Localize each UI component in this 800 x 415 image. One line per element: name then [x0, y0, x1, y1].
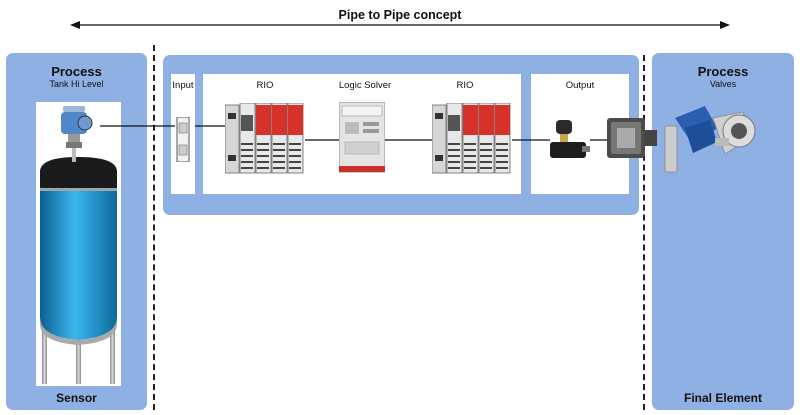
final-panel-subtitle: Valves [709, 79, 737, 89]
sensor-panel-footer: Sensor [56, 391, 97, 405]
rio-right-label: RIO [456, 80, 474, 91]
boundary-line-left [153, 45, 155, 410]
rio-module-icon [432, 103, 511, 174]
concept-label: Pipe to Pipe concept [338, 8, 462, 22]
tank-icon [40, 157, 117, 384]
concept-arrow [70, 21, 730, 29]
rio-left-label: RIO [256, 80, 274, 91]
actuator-icon [607, 118, 657, 158]
final-panel-title: Process [697, 64, 749, 79]
logic-solver-label: Logic Solver [338, 80, 392, 91]
solenoid-icon [550, 120, 590, 158]
level-sensor-icon [61, 106, 93, 162]
output-label: Output [565, 80, 595, 91]
boundary-line-right [643, 55, 645, 410]
valve-icon [664, 106, 756, 173]
final-element-panel [652, 53, 794, 410]
sensor-panel-title: Process [51, 64, 102, 79]
logic-solver-icon [339, 102, 385, 173]
final-panel-footer: Final Element [683, 391, 763, 405]
rio-module-icon [225, 103, 304, 174]
input-module-icon [176, 117, 190, 162]
input-label: Input [172, 80, 194, 91]
sensor-panel-subtitle: Tank Hi Level [49, 79, 104, 89]
